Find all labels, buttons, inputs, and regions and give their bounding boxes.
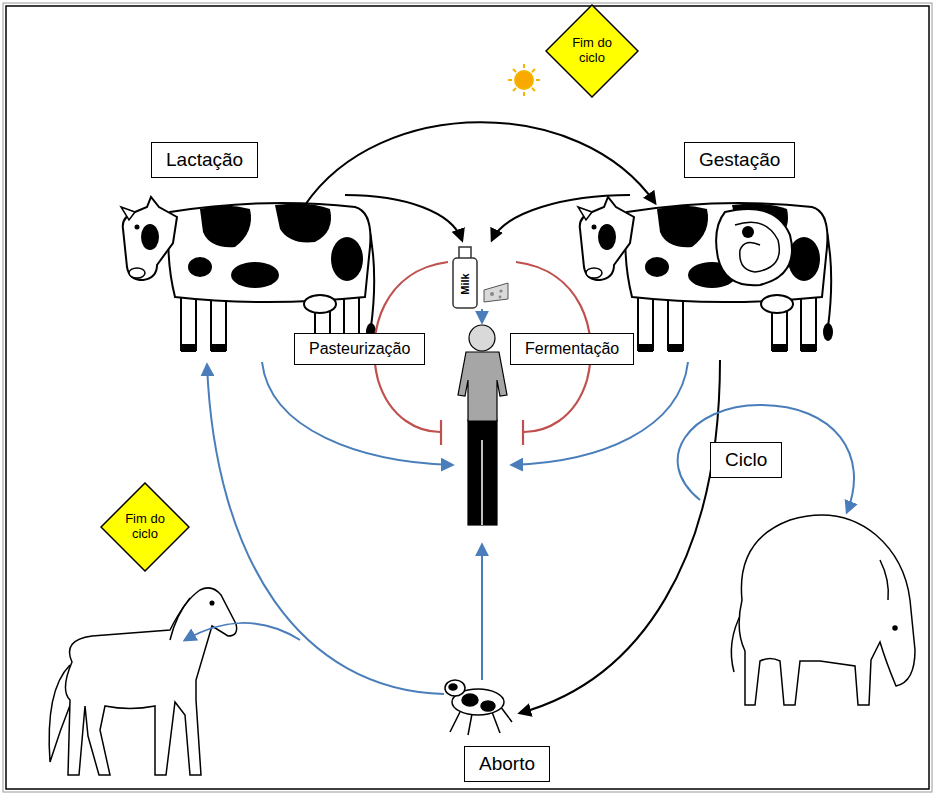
bison-outline xyxy=(731,515,915,705)
box-label: Fermentação xyxy=(525,340,619,358)
process-box: Fermentação xyxy=(510,333,634,365)
flow-arrows xyxy=(305,122,720,713)
end-cycle-diamond: Fim do ciclo xyxy=(100,482,190,572)
pregnant-cow xyxy=(578,197,833,352)
stage-box: Gestação xyxy=(684,142,795,178)
box-label: Pasteurização xyxy=(309,340,410,358)
box-label: Gestação xyxy=(699,149,780,171)
bottle-label: Milk xyxy=(459,273,471,294)
milk-bottle xyxy=(453,247,477,308)
lactating-cow xyxy=(121,197,376,352)
cycle-box: Ciclo xyxy=(710,442,782,478)
sun-icon xyxy=(508,64,540,96)
horse-outline xyxy=(49,588,236,775)
cheese-icon xyxy=(484,283,508,302)
diamond-label: Fim do ciclo xyxy=(569,36,616,66)
aborted-calf xyxy=(445,680,512,735)
stage-box: Lactação xyxy=(151,142,258,178)
box-label: Ciclo xyxy=(725,449,767,471)
transmission-arrows xyxy=(185,309,854,694)
diamond-label: Fim do ciclo xyxy=(123,512,168,542)
box-label: Aborto xyxy=(479,753,535,775)
stage-box: Aborto xyxy=(464,746,550,782)
box-label: Lactação xyxy=(166,149,243,171)
end-cycle-diamond: Fim do ciclo xyxy=(545,4,639,98)
person-figure xyxy=(458,325,507,525)
process-box: Pasteurização xyxy=(294,333,425,365)
